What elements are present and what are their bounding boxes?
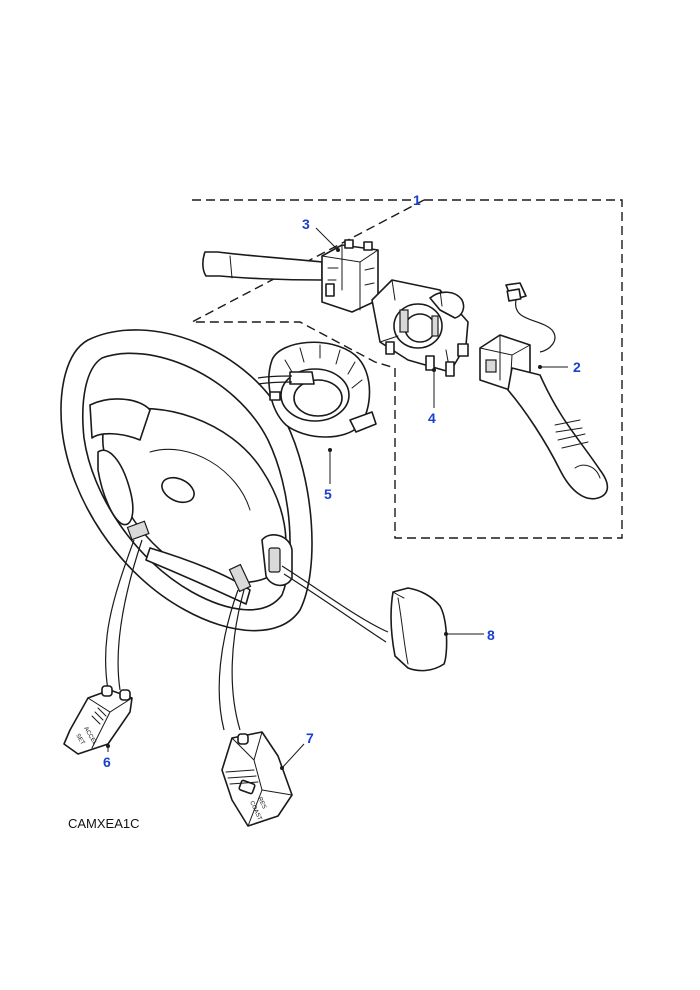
callout-4: 4	[428, 410, 436, 426]
switch-housing-4	[371, 279, 469, 377]
steering-wheel	[60, 329, 313, 632]
left-stalk-switch-3	[202, 239, 379, 313]
switch-7-label-res: RES	[256, 796, 267, 810]
callout-6: 6	[103, 754, 111, 770]
switch-6-label-set: SET	[74, 733, 85, 746]
right-stalk-switch-2	[479, 282, 609, 500]
callout-3: 3	[302, 216, 310, 232]
callout-5: 5	[324, 486, 332, 502]
assembly-1-boundary	[191, 199, 623, 539]
callout-7: 7	[306, 730, 314, 746]
callout-leaders	[106, 227, 568, 770]
switch-harness-wires	[104, 539, 389, 731]
set-accel-switch-6: SET ACCEL	[63, 685, 133, 755]
diagram-reference-code: CAMXEA1C	[68, 816, 140, 831]
callout-8: 8	[487, 627, 495, 643]
callout-1: 1	[413, 192, 421, 208]
res-coast-switch-7: RES COAST	[221, 731, 293, 827]
rotary-coupler-5	[257, 341, 377, 438]
trim-cover-8	[390, 587, 448, 672]
callout-2: 2	[573, 359, 581, 375]
